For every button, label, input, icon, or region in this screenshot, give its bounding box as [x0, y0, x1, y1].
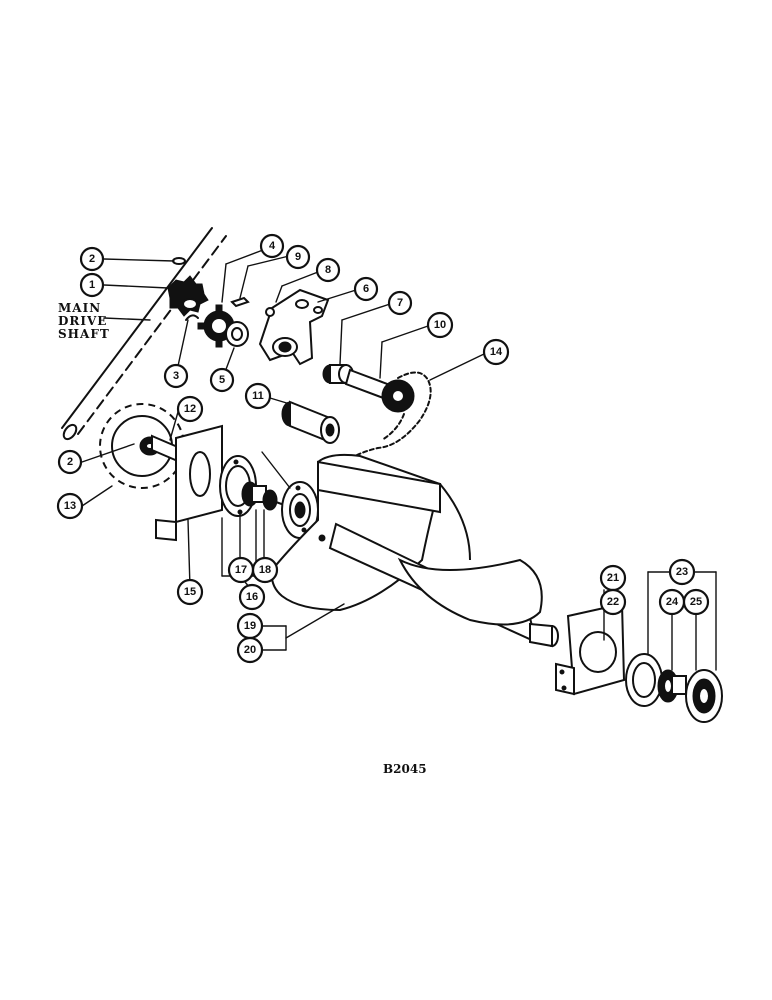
svg-text:14: 14: [490, 346, 503, 358]
sprocket-shaft: [344, 368, 415, 413]
auger: [270, 453, 559, 648]
svg-text:16: 16: [246, 591, 258, 603]
svg-text:15: 15: [184, 586, 196, 598]
callout-24: 24: [658, 588, 686, 616]
svg-text:8: 8: [325, 264, 331, 276]
svg-text:3: 3: [173, 370, 179, 382]
callout-18: 18: [251, 556, 279, 584]
callout-10: 10: [426, 311, 454, 339]
svg-text:21: 21: [607, 572, 619, 584]
roll-pin: [172, 257, 186, 265]
svg-text:17: 17: [235, 564, 247, 576]
callout-13: 13: [56, 492, 84, 520]
key: [230, 296, 250, 308]
svg-text:9: 9: [295, 251, 301, 263]
svg-text:MAIN: MAIN: [58, 301, 101, 315]
svg-text:18: 18: [259, 564, 271, 576]
main-drive-shaft: [61, 227, 227, 441]
callout-25: 25: [682, 588, 710, 616]
callout-21: 21: [599, 564, 627, 592]
svg-text:13: 13: [64, 500, 76, 512]
svg-text:12: 12: [184, 403, 196, 415]
svg-text:4: 4: [269, 240, 276, 252]
drive-chain: [343, 371, 432, 463]
callout-17: 17: [227, 556, 255, 584]
svg-text:6: 6: [363, 283, 369, 295]
callout-2-bottom: 2: [57, 449, 83, 475]
mounting-plate: [155, 424, 223, 542]
callout-22: 22: [599, 588, 627, 616]
svg-text:2: 2: [89, 253, 95, 265]
bearing-bracket: [258, 288, 330, 366]
flangette-right: [281, 481, 319, 539]
svg-text:19: 19: [244, 620, 256, 632]
svg-text:23: 23: [676, 566, 688, 578]
svg-text:2: 2: [67, 456, 73, 468]
callout-14: 14: [482, 338, 510, 366]
callout-19: 19: [236, 612, 264, 640]
end-plate: [555, 602, 626, 696]
svg-text:DRIVE: DRIVE: [58, 314, 107, 328]
svg-text:10: 10: [434, 319, 446, 331]
bearing-collar: [241, 481, 299, 511]
svg-text:25: 25: [690, 596, 702, 608]
callout-1: 1: [79, 272, 105, 298]
washer: [225, 321, 249, 347]
right-bearing-pack: [625, 653, 723, 723]
bevel-gear: [167, 275, 209, 317]
callout-12: 12: [176, 395, 204, 423]
figure-code: B2045: [383, 762, 427, 776]
roller: [281, 400, 340, 444]
callout-15: 15: [176, 578, 204, 606]
callout-20: 20: [236, 636, 264, 664]
callout-16: 16: [238, 583, 266, 611]
callout-7: 7: [387, 290, 413, 316]
callout-6: 6: [353, 276, 379, 302]
callout-9: 9: [285, 244, 311, 270]
main-drive-shaft-label: MAIN DRIVE SHAFT: [58, 301, 110, 341]
callouts: 2 1 3 4 9 8 5 6 7 10 14 11 12 2 13 15 16…: [56, 233, 710, 664]
callout-4: 4: [259, 233, 285, 259]
callout-5: 5: [209, 367, 235, 393]
callout-11: 11: [244, 382, 272, 410]
svg-text:24: 24: [666, 596, 679, 608]
key-small: [185, 314, 199, 321]
svg-text:1: 1: [89, 279, 95, 291]
callout-3: 3: [163, 363, 189, 389]
callout-23: 23: [668, 558, 696, 586]
svg-text:11: 11: [252, 390, 264, 402]
svg-text:20: 20: [244, 644, 256, 656]
callout-2-top: 2: [79, 246, 105, 272]
svg-text:22: 22: [607, 596, 619, 608]
svg-text:7: 7: [397, 297, 403, 309]
svg-text:5: 5: [219, 374, 225, 386]
svg-text:SHAFT: SHAFT: [58, 327, 110, 341]
callout-8: 8: [315, 257, 341, 283]
